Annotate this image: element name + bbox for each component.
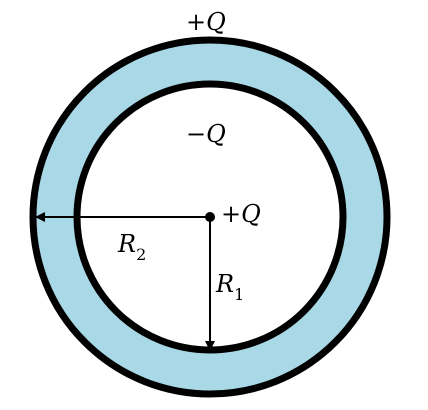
radius-r2-label: R2 (117, 230, 146, 264)
radius-r1-label: R1 (215, 270, 244, 304)
outer-charge-label: +Q (186, 8, 226, 36)
center-charge-label: +Q (221, 200, 261, 228)
center-point-charge (205, 212, 215, 222)
inner-charge-label: −Q (186, 120, 226, 148)
